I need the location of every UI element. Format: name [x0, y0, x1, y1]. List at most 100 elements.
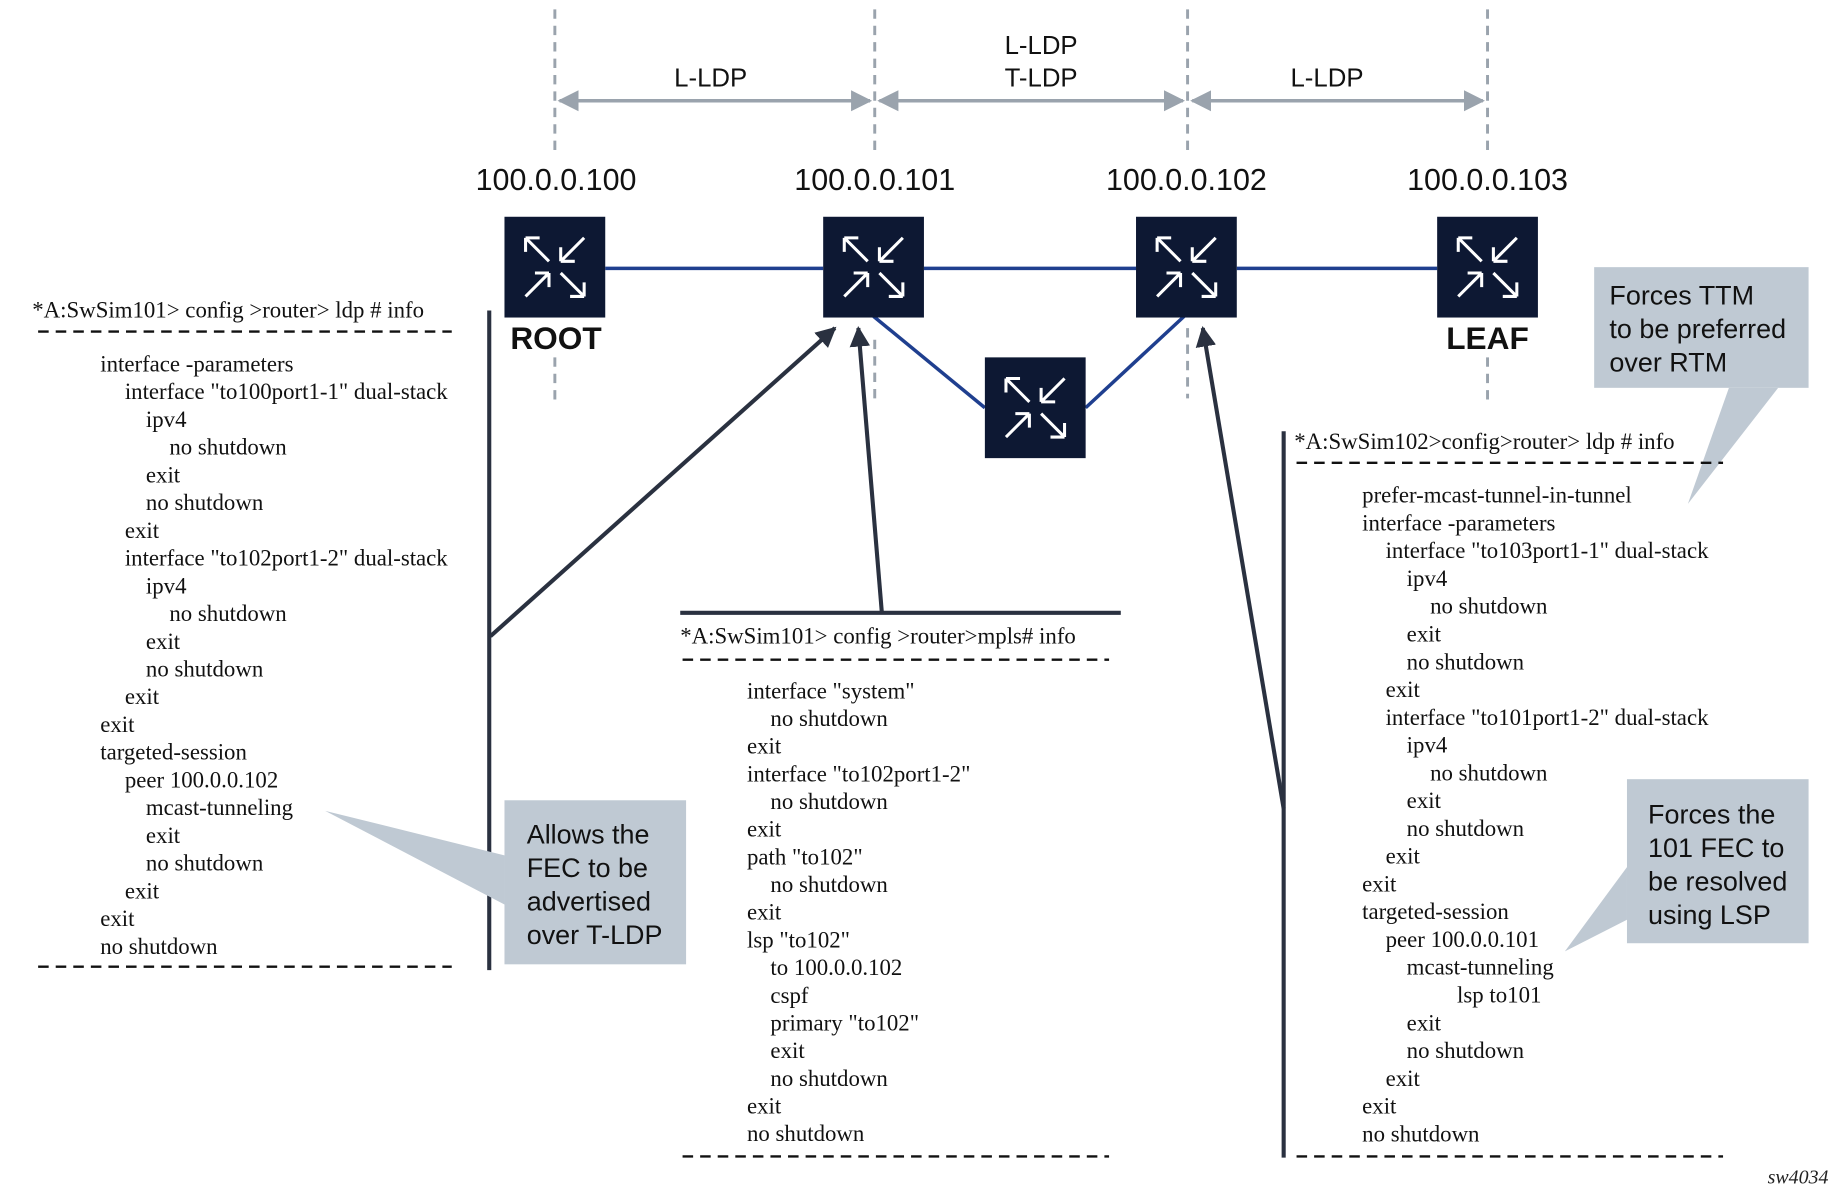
- code-line: interface -parameters: [100, 351, 293, 376]
- code-line: interface -parameters: [1362, 510, 1555, 535]
- code-line: interface "to101port1-2" dual-stack: [1386, 705, 1709, 730]
- code-line: exit: [125, 518, 160, 543]
- code-line: interface "to102port1-2" dual-stack: [125, 546, 448, 571]
- code-line: mcast-tunneling: [1407, 955, 1554, 980]
- callout-text: 101 FEC to: [1648, 833, 1784, 863]
- code-line: no shutdown: [169, 435, 287, 460]
- code-line: no shutdown: [146, 657, 264, 682]
- protocol-label-seg2-ldp: L-LDP: [1005, 32, 1078, 60]
- code-line: exit: [125, 878, 160, 903]
- callout-text: advertised: [527, 886, 651, 916]
- code-line: ipv4: [1407, 733, 1448, 758]
- ldp-config-102: *A:SwSim102>config>router> ldp # info pre…: [1294, 429, 1724, 1158]
- code-line: no shutdown: [770, 789, 888, 814]
- code-line: ipv4: [1407, 566, 1448, 591]
- router-icon-root: [502, 215, 607, 320]
- code-line: interface "to100port1-1" dual-stack: [125, 379, 448, 404]
- callout-text: Forces the: [1648, 800, 1775, 830]
- code-line: exit: [1362, 871, 1397, 896]
- router-icon-101: [821, 215, 926, 320]
- code-line: no shutdown: [146, 490, 264, 515]
- code-line: no shutdown: [1407, 649, 1525, 674]
- protocol-label-seg1: L-LDP: [674, 65, 747, 93]
- code-line: exit: [1386, 677, 1421, 702]
- code-title: *A:SwSim102>config>router> ldp # info: [1294, 429, 1674, 454]
- code-line: exit: [1407, 622, 1442, 647]
- code-line: to 100.0.0.102: [770, 955, 902, 980]
- code-line: ipv4: [146, 407, 187, 432]
- node-ip-103: 100.0.0.103: [1407, 163, 1568, 197]
- code-line: no shutdown: [1362, 1121, 1480, 1146]
- code-line: no shutdown: [747, 1121, 865, 1146]
- code-line: no shutdown: [146, 851, 264, 876]
- code-line: path "to102": [747, 844, 863, 869]
- code-line: exit: [770, 1038, 805, 1063]
- code-line: exit: [747, 734, 782, 759]
- code-line: mcast-tunneling: [146, 795, 293, 820]
- code-line: lsp to101: [1457, 983, 1541, 1008]
- figure-id: sw4034: [1768, 1166, 1829, 1188]
- code-line: exit: [146, 462, 181, 487]
- code-line: exit: [1407, 788, 1442, 813]
- code-line: primary "to102": [770, 1010, 919, 1035]
- code-line: no shutdown: [1430, 760, 1548, 785]
- code-line: no shutdown: [1407, 1038, 1525, 1063]
- code-line: no shutdown: [770, 872, 888, 897]
- code-line: no shutdown: [1407, 816, 1525, 841]
- router-icon-102: [1134, 215, 1239, 320]
- code-line: targeted-session: [1362, 899, 1509, 924]
- code-line: exit: [747, 900, 782, 925]
- router-icon-transit: [983, 355, 1088, 460]
- code-line: exit: [747, 817, 782, 842]
- code-line: no shutdown: [1430, 594, 1548, 619]
- callout-text: to be preferred: [1609, 314, 1786, 344]
- node-ip-101: 100.0.0.101: [794, 163, 955, 197]
- callout-text: using LSP: [1648, 900, 1771, 930]
- code-line: exit: [1386, 1066, 1421, 1091]
- code-line: exit: [146, 629, 181, 654]
- mpls-config-101: *A:SwSim101> config >router>mpls# info in…: [680, 623, 1110, 1158]
- code-line: cspf: [770, 983, 808, 1008]
- callout-text: over RTM: [1609, 347, 1727, 377]
- code-line: lsp "to102": [747, 927, 850, 952]
- callout-text: FEC to be: [527, 853, 648, 883]
- code-line: no shutdown: [100, 934, 218, 959]
- code-line: exit: [146, 823, 181, 848]
- network-links: [605, 266, 1438, 410]
- code-line: exit: [100, 906, 135, 931]
- node-ip-102: 100.0.0.102: [1106, 163, 1267, 197]
- code-line: no shutdown: [770, 706, 888, 731]
- code-line: no shutdown: [169, 601, 287, 626]
- code-line: no shutdown: [770, 1066, 888, 1091]
- code-line: peer 100.0.0.101: [1386, 927, 1539, 952]
- callout-text: over T-LDP: [527, 920, 663, 950]
- code-line: interface "system": [747, 678, 915, 703]
- callout-text: Allows the: [527, 820, 650, 850]
- protocol-label-seg2-tldp: T-LDP: [1005, 65, 1078, 93]
- code-line: peer 100.0.0.102: [125, 767, 278, 792]
- code-line: targeted-session: [100, 740, 247, 765]
- code-line: interface "to103port1-1" dual-stack: [1386, 538, 1709, 563]
- code-line: exit: [1407, 1010, 1442, 1035]
- code-line: exit: [125, 684, 160, 709]
- code-line: exit: [1386, 844, 1421, 869]
- ldp-config-101: *A:SwSim101> config >router> ldp # info i…: [32, 298, 452, 968]
- protocol-label-seg3: L-LDP: [1290, 65, 1363, 93]
- code-title: *A:SwSim101> config >router>mpls# info: [680, 623, 1076, 648]
- callout-text: be resolved: [1648, 866, 1787, 896]
- leaf-label: LEAF: [1446, 320, 1529, 356]
- code-line: exit: [100, 712, 135, 737]
- callout-text: Forces TTM: [1609, 281, 1754, 311]
- code-line: prefer-mcast-tunnel-in-tunnel: [1362, 483, 1632, 508]
- code-line: exit: [747, 1093, 782, 1118]
- root-label: ROOT: [510, 320, 601, 356]
- segment-guides: [553, 9, 1490, 405]
- router-icon-leaf: [1435, 215, 1540, 320]
- code-title: *A:SwSim101> config >router> ldp # info: [32, 298, 424, 323]
- code-line: interface "to102port1-2": [747, 761, 970, 786]
